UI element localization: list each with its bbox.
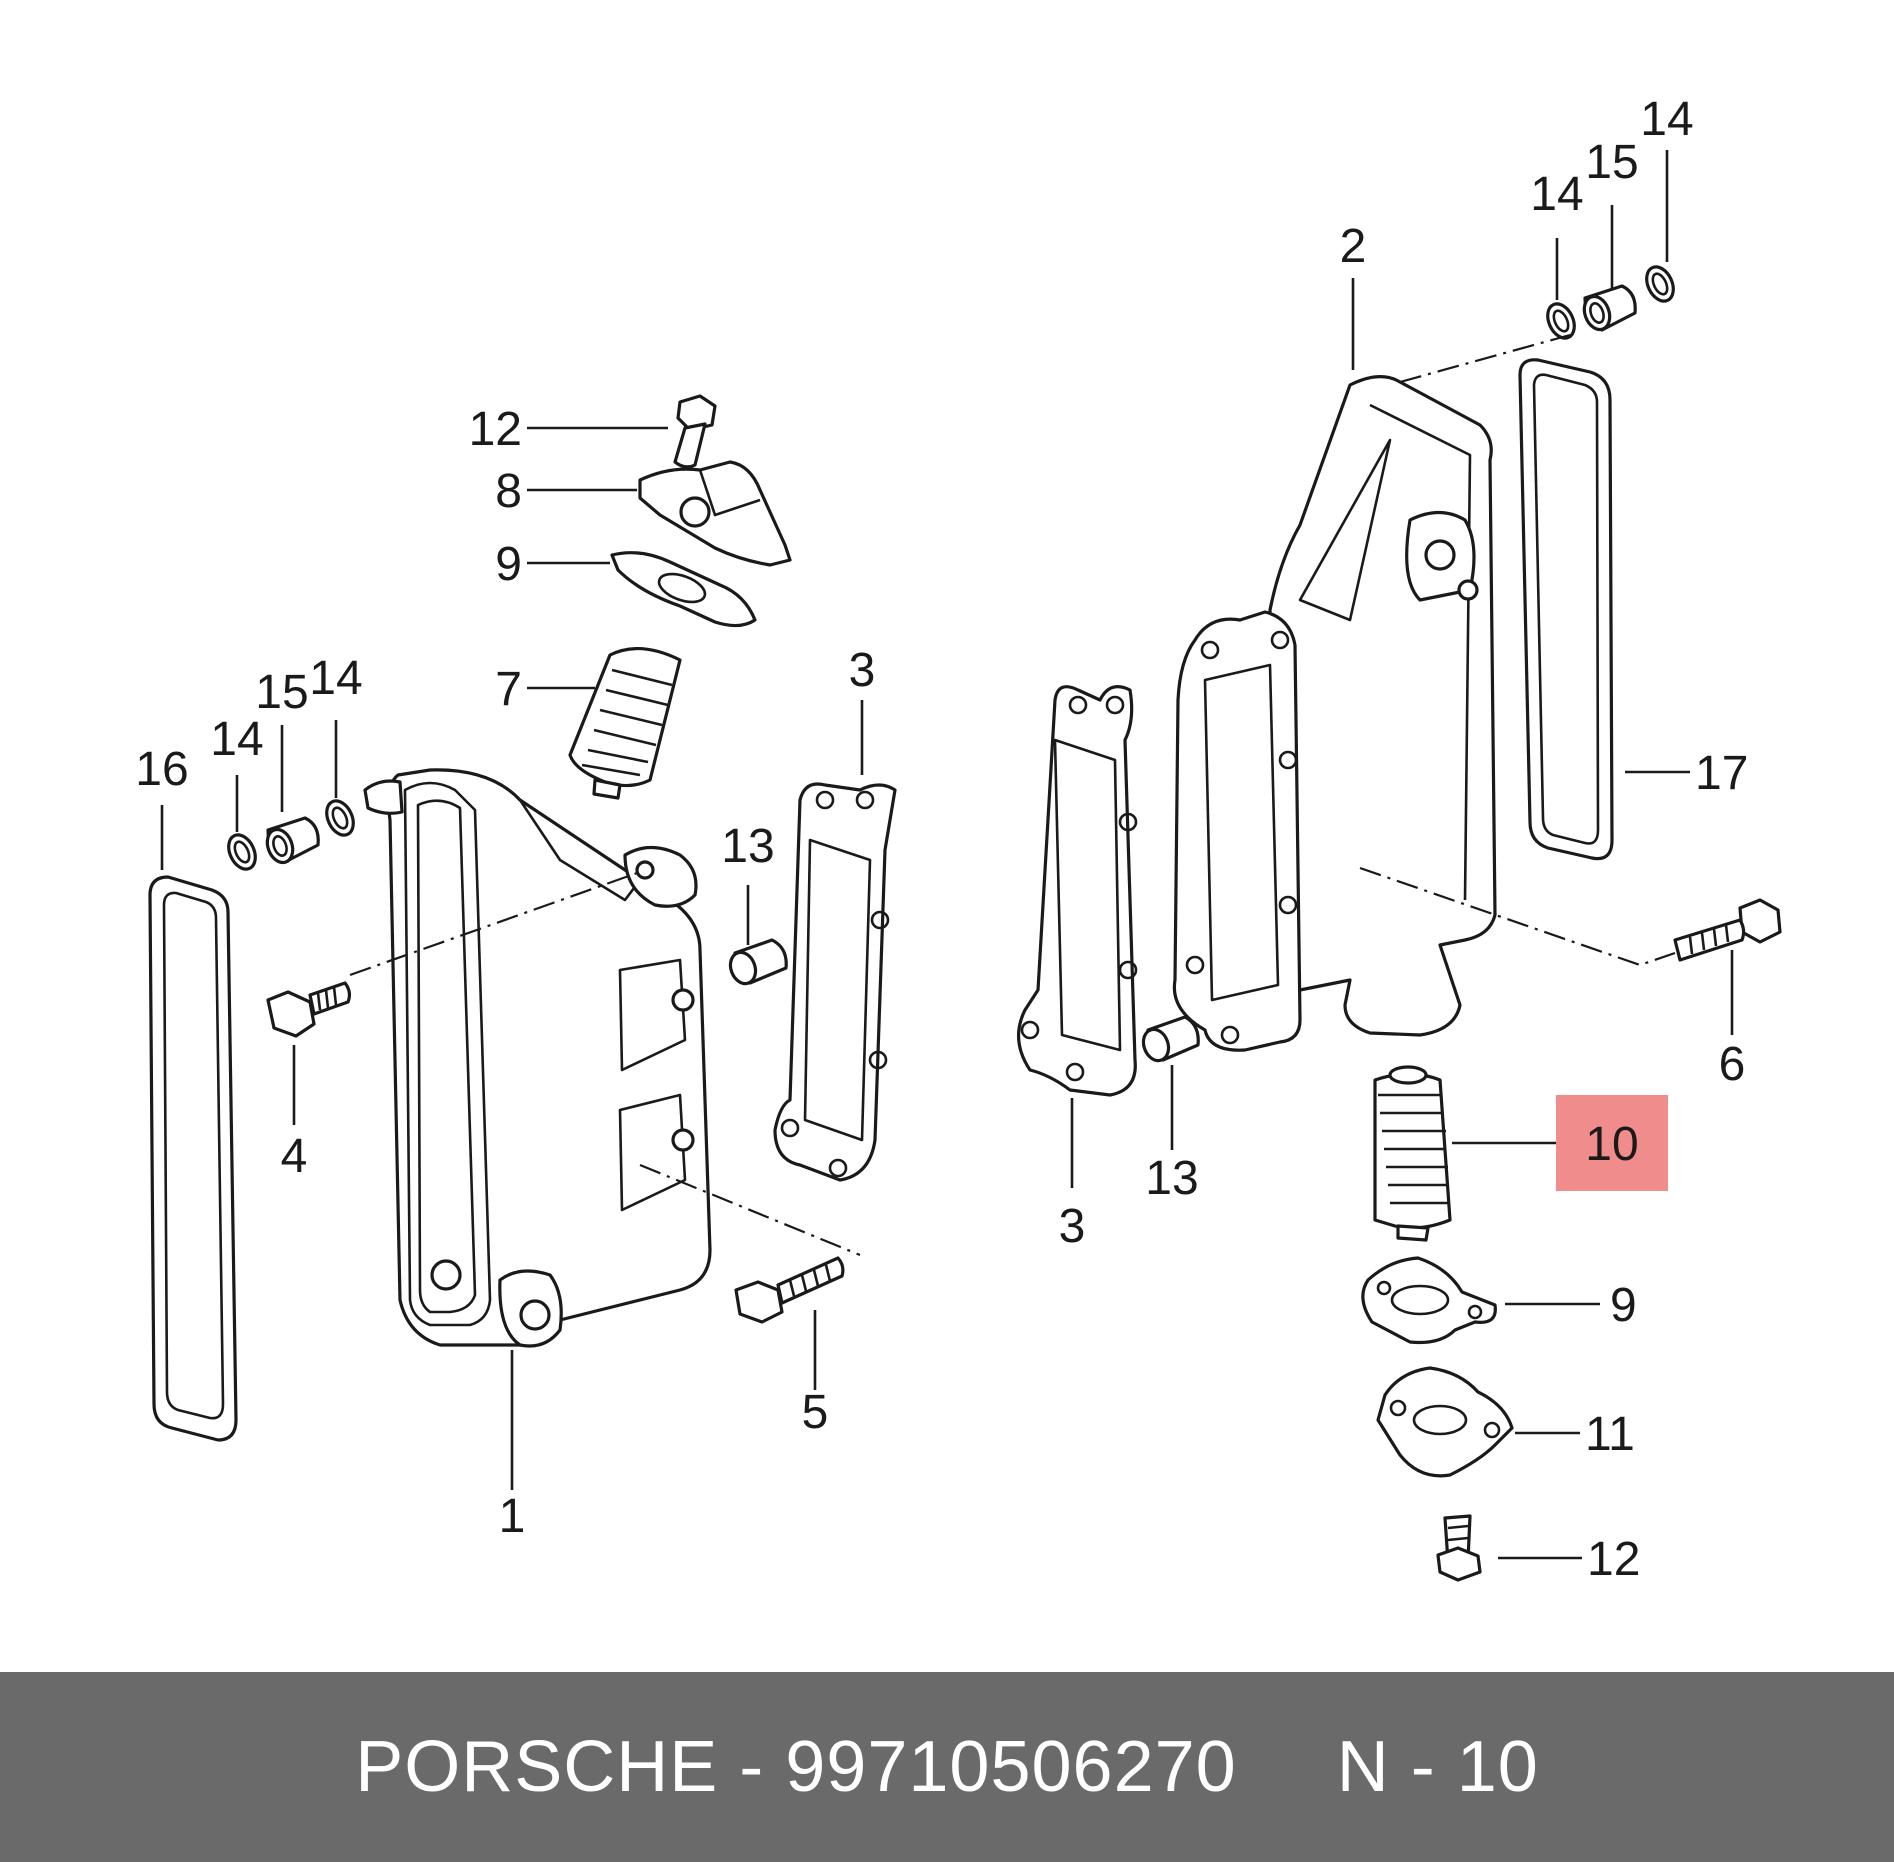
callout-1: 1	[499, 1490, 526, 1543]
part-14-ring-right-a	[1546, 302, 1576, 340]
callout-4: 4	[281, 1130, 308, 1183]
callout-14-left-b: 14	[309, 652, 362, 705]
footer-bar: PORSCHE - 99710506270 N - 10	[0, 1672, 1894, 1862]
part-3-gasket-right	[1016, 685, 1138, 1097]
callout-7: 7	[495, 663, 522, 716]
callout-3-right: 3	[1059, 1200, 1086, 1253]
part-14-ring-left-a	[227, 833, 257, 871]
callout-10: 10	[1585, 1118, 1638, 1171]
callout-14-right-b: 14	[1640, 93, 1693, 146]
part-11-cover	[1376, 1366, 1514, 1478]
callout-3-left: 3	[849, 644, 876, 697]
callout-15-right: 15	[1585, 136, 1638, 189]
callout-14-left-a: 14	[210, 713, 263, 766]
callout-13-right: 13	[1145, 1152, 1198, 1205]
part-10-bellows	[1373, 1065, 1452, 1242]
callout-16: 16	[135, 743, 188, 796]
callout-8: 8	[495, 465, 522, 518]
callout-14-right-a: 14	[1530, 168, 1583, 221]
part-14-ring-right-b	[1645, 265, 1675, 303]
part-5-bolt	[734, 1256, 845, 1324]
callouts: 16 14 15 14 4 1 12 8 9 7 13 3 5 2 14 15 …	[135, 93, 1748, 1586]
part-12-bolt-left	[673, 394, 717, 469]
callout-13-left: 13	[721, 820, 774, 873]
part-15-sleeve-left	[265, 816, 320, 865]
callout-6: 6	[1719, 1038, 1746, 1091]
part-9-gasket-right	[1361, 1256, 1497, 1345]
callout-17: 17	[1695, 747, 1748, 800]
callout-9-left: 9	[495, 538, 522, 591]
position-label: N - 10	[1336, 1727, 1539, 1807]
part-1-housing	[363, 768, 712, 1348]
leader-lines	[160, 150, 1734, 1560]
part-12-bolt-right	[1436, 1514, 1482, 1582]
part-4-bolt	[266, 981, 352, 1038]
part-6-bolt	[1673, 898, 1782, 962]
part-17-gasket	[1518, 358, 1614, 861]
callout-5: 5	[802, 1386, 829, 1439]
callout-12-left: 12	[469, 403, 522, 456]
part-13-sleeve-left	[728, 938, 788, 986]
part-13-sleeve-right	[1141, 1015, 1200, 1063]
part-3-gasket-left	[773, 782, 897, 1182]
part-16-gasket	[148, 875, 238, 1442]
alignment-lines	[349, 333, 1676, 1257]
callout-9-right: 9	[1610, 1279, 1637, 1332]
callout-12-right: 12	[1587, 1533, 1640, 1586]
part-8-cover	[638, 460, 792, 567]
part-2-housing	[1268, 375, 1497, 1037]
part-14-ring-left-b	[325, 799, 355, 837]
part-7-bellows	[568, 646, 682, 800]
exploded-parts-diagram: 16 14 15 14 4 1 12 8 9 7 13 3 5 2 14 15 …	[135, 93, 1782, 1586]
callout-2: 2	[1340, 220, 1367, 273]
part-2-flange	[1172, 610, 1302, 1052]
callout-11: 11	[1585, 1408, 1635, 1461]
part-15-sleeve-right	[1582, 284, 1637, 332]
highlight-box-10	[1556, 1095, 1668, 1191]
part-9-gasket-left	[610, 551, 757, 628]
brand-part-number: PORSCHE - 99710506270	[355, 1727, 1237, 1807]
callout-15-left: 15	[255, 666, 308, 719]
